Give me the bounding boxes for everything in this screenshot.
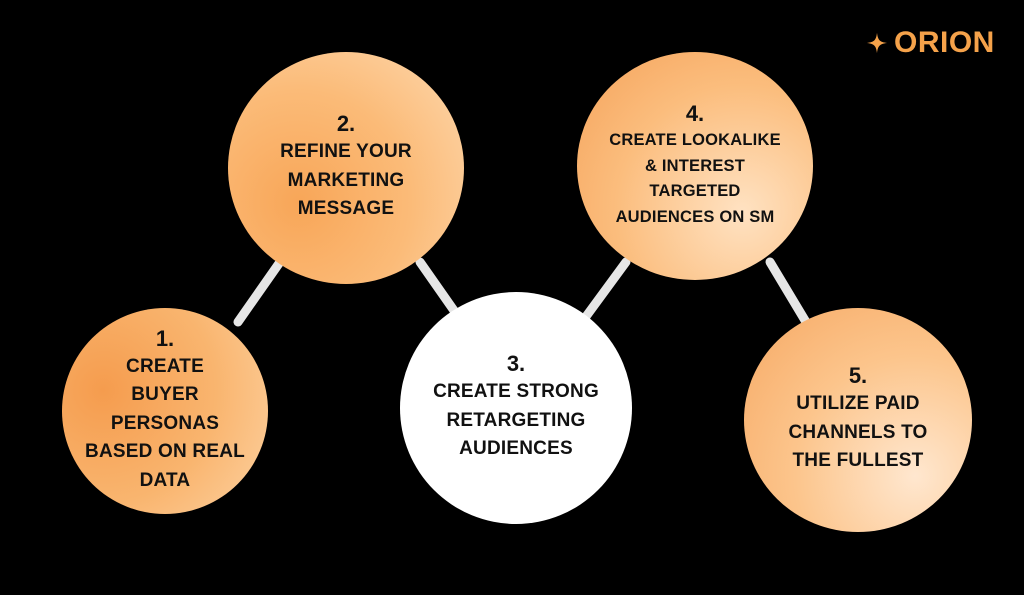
step-3-label: CREATE STRONG RETARGETING AUDIENCES (433, 381, 599, 460)
step-3-number: 3. (506, 351, 526, 377)
step-4-circle: 4. CREATE LOOKALIKE & INTEREST TARGETED … (577, 52, 813, 280)
connector-3-4 (577, 257, 631, 327)
step-2-label: REFINE YOUR MARKETING MESSAGE (280, 141, 412, 220)
connector-1-2 (233, 257, 285, 327)
connector-4-5 (765, 257, 811, 327)
step-5-circle: 5. UTILIZE PAID CHANNELS TO THE FULLEST (744, 308, 972, 532)
four-point-star-icon (866, 32, 888, 54)
step-1-circle: 1. CREATE BUYER PERSONAS BASED ON REAL D… (62, 308, 268, 514)
step-5-number: 5. (848, 363, 868, 389)
step-3-circle: 3. CREATE STRONG RETARGETING AUDIENCES (400, 292, 632, 524)
step-4-label: CREATE LOOKALIKE & INTEREST TARGETED AUD… (609, 130, 781, 226)
brand-name: ORION (894, 26, 995, 59)
brand-logo: ORION (866, 26, 995, 60)
step-2-number: 2. (336, 111, 356, 137)
step-2-circle: 2. REFINE YOUR MARKETING MESSAGE (228, 52, 464, 284)
step-1-number: 1. (155, 325, 175, 351)
step-5-label: UTILIZE PAID CHANNELS TO THE FULLEST (788, 393, 928, 472)
step-1-label: CREATE BUYER PERSONAS BASED ON REAL DATA (85, 355, 245, 491)
step-4-number: 4. (685, 100, 705, 126)
